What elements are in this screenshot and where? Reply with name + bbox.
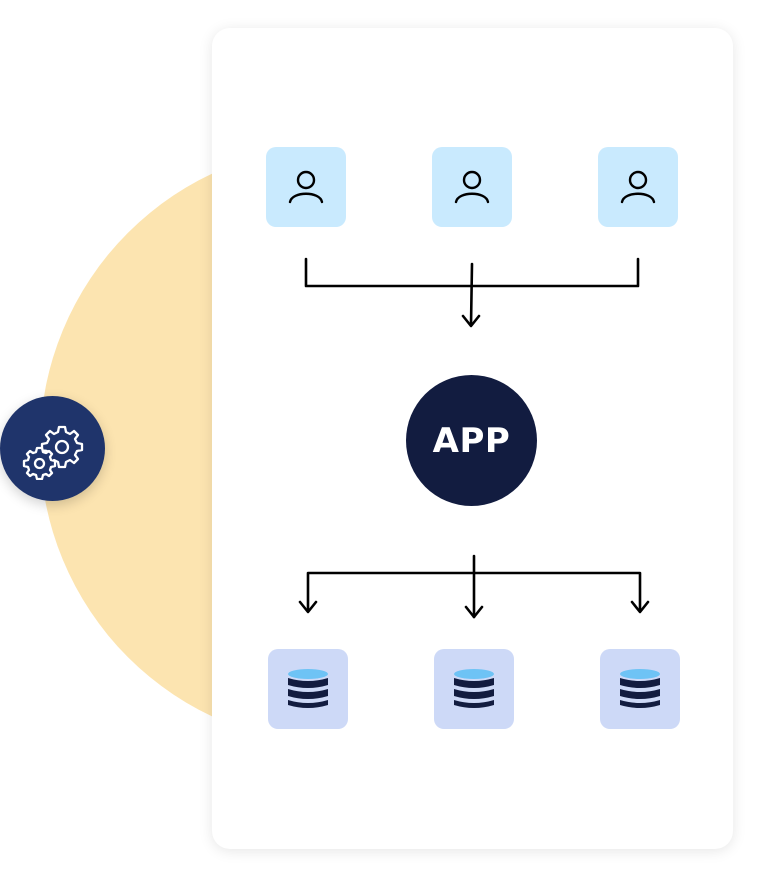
database-icon	[288, 669, 328, 708]
user-to-app-arrow	[469, 262, 474, 327]
db-left-arrowhead	[298, 600, 318, 614]
db-right-arrowhead	[630, 600, 650, 614]
user-tile	[266, 147, 346, 227]
app-label: APP	[432, 420, 511, 461]
database-tile	[268, 649, 348, 729]
user-icon	[288, 170, 324, 204]
database-icon	[454, 669, 494, 708]
user-tile	[598, 147, 678, 227]
gears-icon	[22, 425, 83, 480]
user-to-app-arrowhead	[461, 314, 481, 328]
user-icon	[454, 170, 490, 204]
settings-node	[0, 396, 105, 501]
db-center-arrowhead	[464, 605, 484, 619]
app-node: APP	[406, 375, 537, 506]
database-icon	[620, 669, 660, 708]
user-icon	[620, 170, 656, 204]
user-tile	[432, 147, 512, 227]
database-tile	[434, 649, 514, 729]
database-tile	[600, 649, 680, 729]
